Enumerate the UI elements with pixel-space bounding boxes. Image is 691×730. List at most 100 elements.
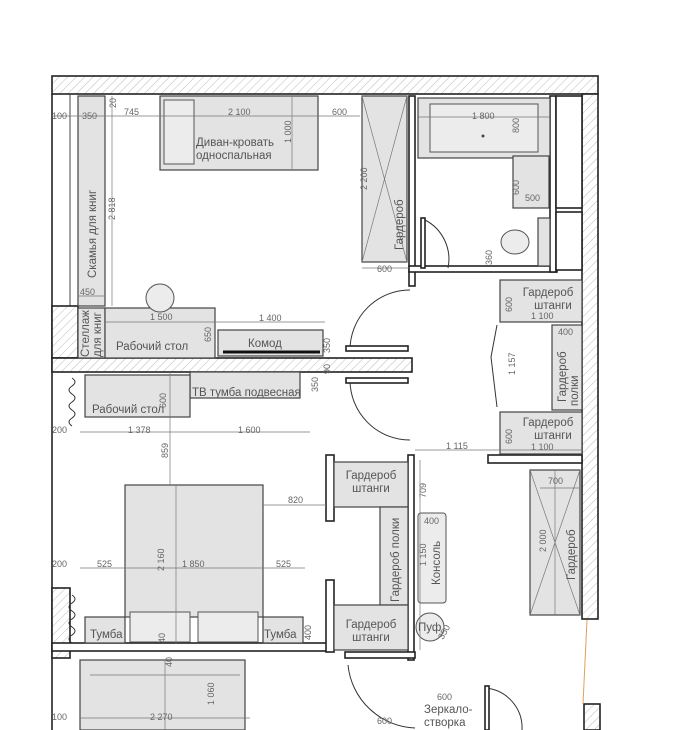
label-wardrobe-rods: Гардероб <box>346 619 397 631</box>
toilet-cistern <box>537 217 551 267</box>
dim: 600 <box>377 716 392 726</box>
book-bench <box>77 95 106 307</box>
label-wardrobe-rods: штанги <box>534 300 572 312</box>
nightstand-left <box>84 616 126 644</box>
dim: 1 600 <box>238 425 261 435</box>
doors <box>345 217 523 730</box>
pouf <box>415 612 445 642</box>
dim: 1 157 <box>507 352 517 375</box>
wardrobe-rods-4 <box>333 604 409 651</box>
dim: 20 <box>108 98 118 108</box>
double-bed <box>124 484 264 643</box>
curtain-icon <box>68 594 76 644</box>
dim: 400 <box>303 625 313 640</box>
dim: 2 000 <box>538 529 548 552</box>
desk-1 <box>104 307 216 359</box>
dim: 2 270 <box>150 712 173 722</box>
dim: 100 <box>52 712 67 722</box>
dim: 700 <box>548 476 563 486</box>
dim: 1 500 <box>150 312 173 322</box>
label-wardrobe-rods: штанги <box>352 632 390 644</box>
dim: 400 <box>558 327 573 337</box>
dim: 859 <box>160 443 170 458</box>
label-wardrobe-rods: штанги <box>534 430 572 442</box>
dimension-lines <box>52 96 582 719</box>
dimension-labels: 100 350 20 745 2 100 600 1 000 2 818 2 2… <box>52 98 573 726</box>
dim: 1 060 <box>206 682 216 705</box>
label-wardrobe-shelves: Гардероб <box>557 351 569 402</box>
wardrobe-shelves-1 <box>551 324 583 411</box>
label-mirror-door: створка <box>424 717 466 729</box>
label-book-bench: Скамья для книг <box>87 190 99 278</box>
curtain-icon <box>68 377 76 427</box>
dim: 1 150 <box>418 543 428 566</box>
dim: 600 <box>437 692 452 702</box>
dim: 40 <box>164 657 174 667</box>
dresser <box>217 329 324 357</box>
dim: 100 <box>52 111 67 121</box>
label-wardrobe-rods: Гардероб <box>523 417 574 429</box>
dim: 1 100 <box>531 442 554 452</box>
walls <box>51 75 601 730</box>
dim: 350 <box>82 111 97 121</box>
label-tv-stand: ТВ тумба подвесная <box>192 387 301 399</box>
wardrobe-rods-2 <box>499 411 583 455</box>
dim: 360 <box>484 250 494 265</box>
dim: 600 <box>332 107 347 117</box>
bookshelf <box>77 307 106 359</box>
label-pouf: Пуф <box>418 622 441 634</box>
dim: 525 <box>276 559 291 569</box>
label-wardrobe: Гардероб <box>394 199 406 250</box>
dim: 500 <box>525 193 540 203</box>
label-wardrobe-shelves: полки <box>569 375 581 406</box>
dim: 200 <box>52 425 67 435</box>
label-desk: Рабочий стол <box>92 404 164 416</box>
dim: 1 378 <box>128 425 151 435</box>
dim: 1 400 <box>259 313 282 323</box>
dim: 2 160 <box>156 548 166 571</box>
label-dresser: Комод <box>248 338 282 350</box>
label-desk: Рабочий стол <box>116 341 188 353</box>
dim: 40 <box>157 633 167 643</box>
nightstand-right <box>262 616 304 644</box>
label-wardrobe-shelves: Гардероб полки <box>390 518 402 602</box>
dim: 1 000 <box>283 120 293 143</box>
dim: 90 <box>322 364 332 374</box>
dim: 600 <box>377 264 392 274</box>
dim: 350 <box>322 338 332 353</box>
label-mirror-door: Зеркало- <box>424 704 473 716</box>
wardrobe-shelves-2 <box>379 506 409 606</box>
dim: 600 <box>158 393 168 408</box>
dim: 1 800 <box>472 111 495 121</box>
wardrobe-rods-1 <box>499 279 583 323</box>
label-console: Консоль <box>431 541 443 585</box>
dim: 709 <box>418 483 428 498</box>
dim: 600 <box>504 297 514 312</box>
label-nightstand: Тумба <box>264 629 297 641</box>
label-wardrobe-rods: штанги <box>352 483 390 495</box>
dim: 350 <box>310 377 320 392</box>
wardrobe-top <box>361 95 408 263</box>
dim: 2 100 <box>228 107 251 117</box>
label-nightstand: Тумба <box>90 629 123 641</box>
dim: 2 818 <box>107 197 117 220</box>
dim: 600 <box>511 180 521 195</box>
dim: 2 200 <box>359 167 369 190</box>
dim: 1 115 <box>446 441 468 451</box>
dim: 800 <box>511 118 521 133</box>
label-wardrobe-rods: Гардероб <box>346 470 397 482</box>
chair <box>145 283 175 313</box>
dim: 745 <box>124 107 139 117</box>
dim: 525 <box>97 559 112 569</box>
toilet <box>500 229 530 255</box>
label-sofa-bed: Диван-кровать <box>196 137 274 149</box>
wardrobe-rods-3 <box>333 461 409 508</box>
label-bookshelf: Стеллаж <box>80 310 92 357</box>
dim: 450 <box>80 287 95 297</box>
console <box>417 512 447 604</box>
dim: 600 <box>504 429 514 444</box>
dim: 200 <box>52 559 67 569</box>
label-sofa-bed: односпальная <box>196 150 272 162</box>
desk-2 <box>84 374 191 418</box>
